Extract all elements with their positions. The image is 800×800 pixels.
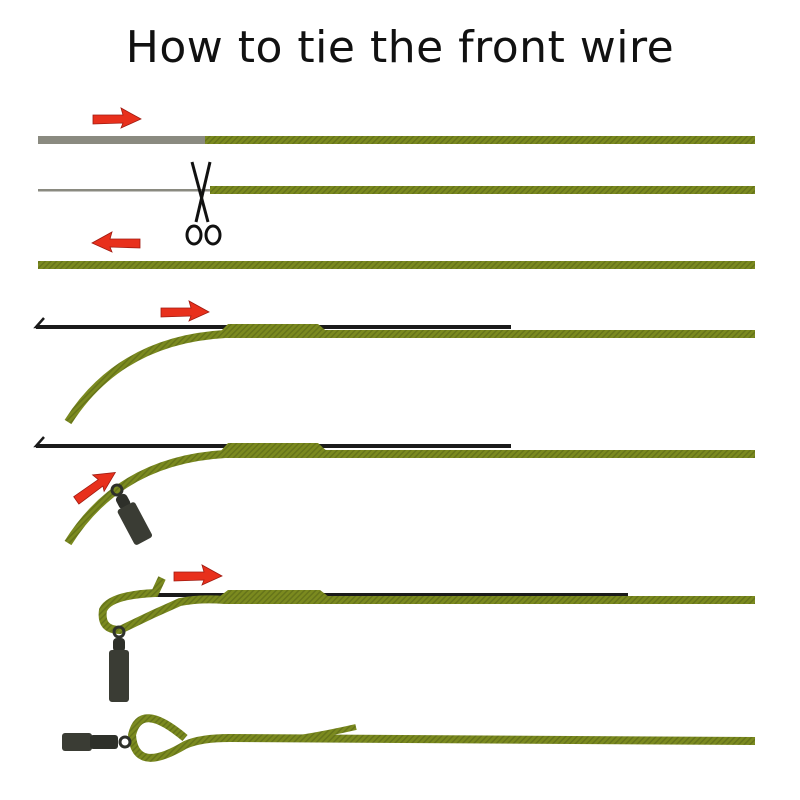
swivel-icon [62, 733, 132, 751]
arrow-right-icon [173, 564, 223, 586]
scissors-icon [185, 161, 222, 246]
braid-line [205, 136, 755, 144]
step-6 [98, 564, 755, 702]
step-5 [33, 436, 755, 546]
arrow-right-icon [92, 107, 142, 129]
braid-tag-end [299, 724, 357, 741]
braid-sleeve [218, 324, 330, 334]
step-1 [38, 107, 755, 144]
arrow-right-icon [160, 300, 210, 322]
braid-loop [127, 714, 756, 762]
braid-line [38, 261, 755, 269]
arrow-left-icon [91, 231, 141, 253]
braid-curve [64, 450, 755, 546]
braid-sleeve [215, 590, 333, 600]
step-7 [62, 714, 756, 762]
braid-curve [64, 330, 755, 425]
needle-hook [33, 436, 46, 448]
swivel-icon [110, 483, 153, 545]
diagram-title: How to tie the front wire [125, 22, 675, 73]
braid-sleeve [218, 443, 330, 454]
braid-line [210, 186, 755, 194]
step-2 [38, 161, 755, 246]
leader-line [38, 136, 206, 144]
swivel-icon [109, 625, 129, 702]
needle-wire [150, 593, 628, 597]
step-4 [33, 300, 755, 425]
leader-line [38, 189, 213, 192]
braid-loop [98, 576, 755, 635]
step-3 [38, 231, 755, 269]
needle-hook [33, 317, 46, 329]
